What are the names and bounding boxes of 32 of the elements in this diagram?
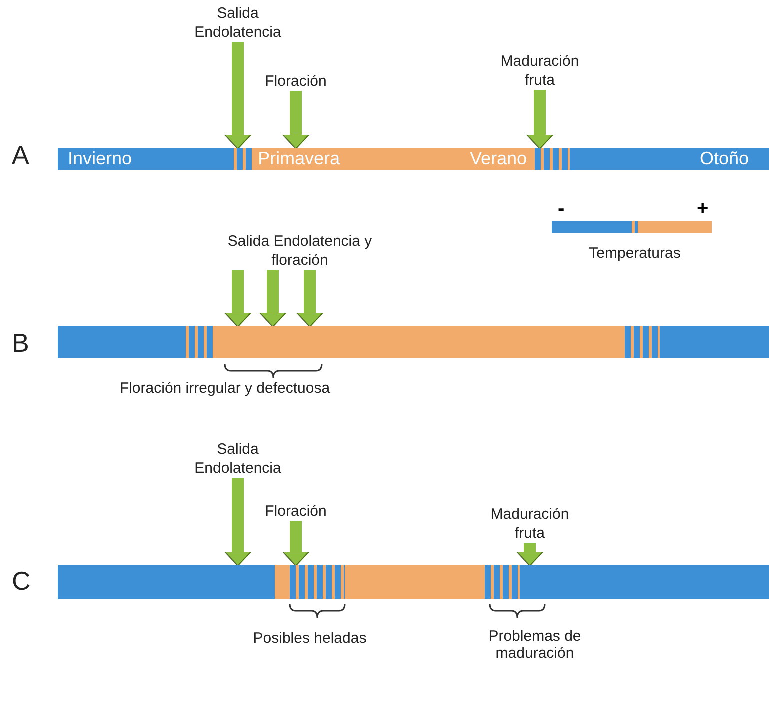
block-arrow bbox=[224, 42, 252, 150]
legend-sign: - bbox=[558, 198, 565, 221]
season-label: Invierno bbox=[68, 148, 132, 170]
bracket-note: Floración irregular y defectuosa bbox=[118, 380, 332, 397]
row-letter: B bbox=[12, 328, 30, 359]
block-arrow bbox=[224, 270, 252, 328]
season-label: Otoño bbox=[700, 148, 750, 170]
stage-label: Maduración fruta bbox=[475, 505, 585, 543]
block-arrow bbox=[282, 91, 310, 150]
stage-label: Floración bbox=[256, 502, 336, 521]
legend-sign: + bbox=[697, 198, 709, 221]
block-arrow bbox=[296, 270, 324, 328]
block-arrow bbox=[260, 270, 286, 328]
temperature-bar bbox=[58, 326, 769, 358]
stage-label: Salida Endolatencia bbox=[188, 4, 288, 42]
stage-label: Salida Endolatencia bbox=[188, 440, 288, 478]
season-label: Verano bbox=[470, 148, 528, 170]
block-arrow bbox=[282, 521, 310, 566]
stage-label: Salida Endolatencia y floración bbox=[210, 232, 390, 270]
temperature-bar bbox=[58, 565, 769, 599]
row-letter: A bbox=[12, 140, 30, 171]
bracket-note: Problemas de maduración bbox=[488, 628, 582, 662]
bracket-note: Posibles heladas bbox=[252, 630, 368, 647]
temperature-bar bbox=[58, 148, 769, 170]
season-label: Primavera bbox=[258, 148, 340, 170]
legend-caption: Temperaturas bbox=[588, 245, 682, 262]
block-arrow bbox=[526, 90, 554, 150]
block-arrow bbox=[516, 543, 544, 566]
stage-label: Floración bbox=[256, 72, 336, 91]
block-arrow bbox=[224, 478, 252, 566]
stage-label: Maduración fruta bbox=[495, 52, 585, 90]
row-letter: C bbox=[12, 566, 32, 597]
